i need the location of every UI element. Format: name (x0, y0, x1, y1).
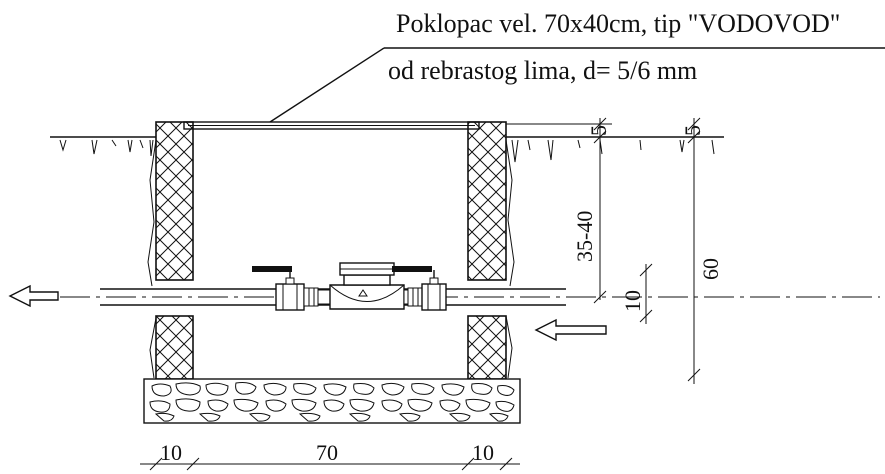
dim-inner-width: 70 (316, 440, 338, 465)
soil-right-edge (505, 139, 515, 379)
annotation-line-1: Poklopac vel. 70x40cm, tip "VODOVOD" (396, 9, 840, 38)
dim-total-depth: 60 (698, 258, 723, 280)
left-wall-upper (155, 121, 194, 281)
right-wall-lower (467, 315, 507, 380)
left-valve-handle (252, 266, 292, 272)
shaft-cover (183, 121, 480, 130)
left-wall-lower (155, 315, 194, 380)
water-pipe (60, 288, 880, 306)
gravel-base (143, 378, 521, 424)
annotation-leader (269, 47, 385, 123)
dim-cover-left: 5 (586, 125, 611, 136)
dim-depth-to-pipe: 35-40 (572, 211, 597, 262)
inlet-arrow (534, 318, 607, 342)
cover-annotation: Poklopac vel. 70x40cm, tip "VODOVOD" od … (269, 9, 885, 123)
shaft-walls (155, 121, 507, 380)
soil-left-edge (147, 139, 157, 379)
pipe-spacing-dimension: 10 (620, 263, 653, 324)
right-wall-upper (467, 121, 507, 281)
dim-pipe-spacing: 10 (620, 290, 645, 312)
total-depth-dimension: 5 60 (680, 117, 723, 384)
annotation-line-2: od rebrastog lima, d= 5/6 mm (388, 56, 697, 85)
right-valve-handle (392, 266, 432, 272)
ground-surface (50, 136, 724, 163)
right-ball-valve (392, 266, 447, 311)
horizontal-dimension: 10 70 10 (140, 440, 520, 471)
dim-wall-left: 10 (160, 440, 182, 465)
left-ball-valve (252, 266, 319, 311)
dim-cover-right: 5 (680, 125, 705, 136)
outlet-arrow (8, 284, 59, 308)
dim-wall-right: 10 (472, 440, 494, 465)
vertical-dimension-shaft: 5 35-40 (506, 117, 612, 304)
